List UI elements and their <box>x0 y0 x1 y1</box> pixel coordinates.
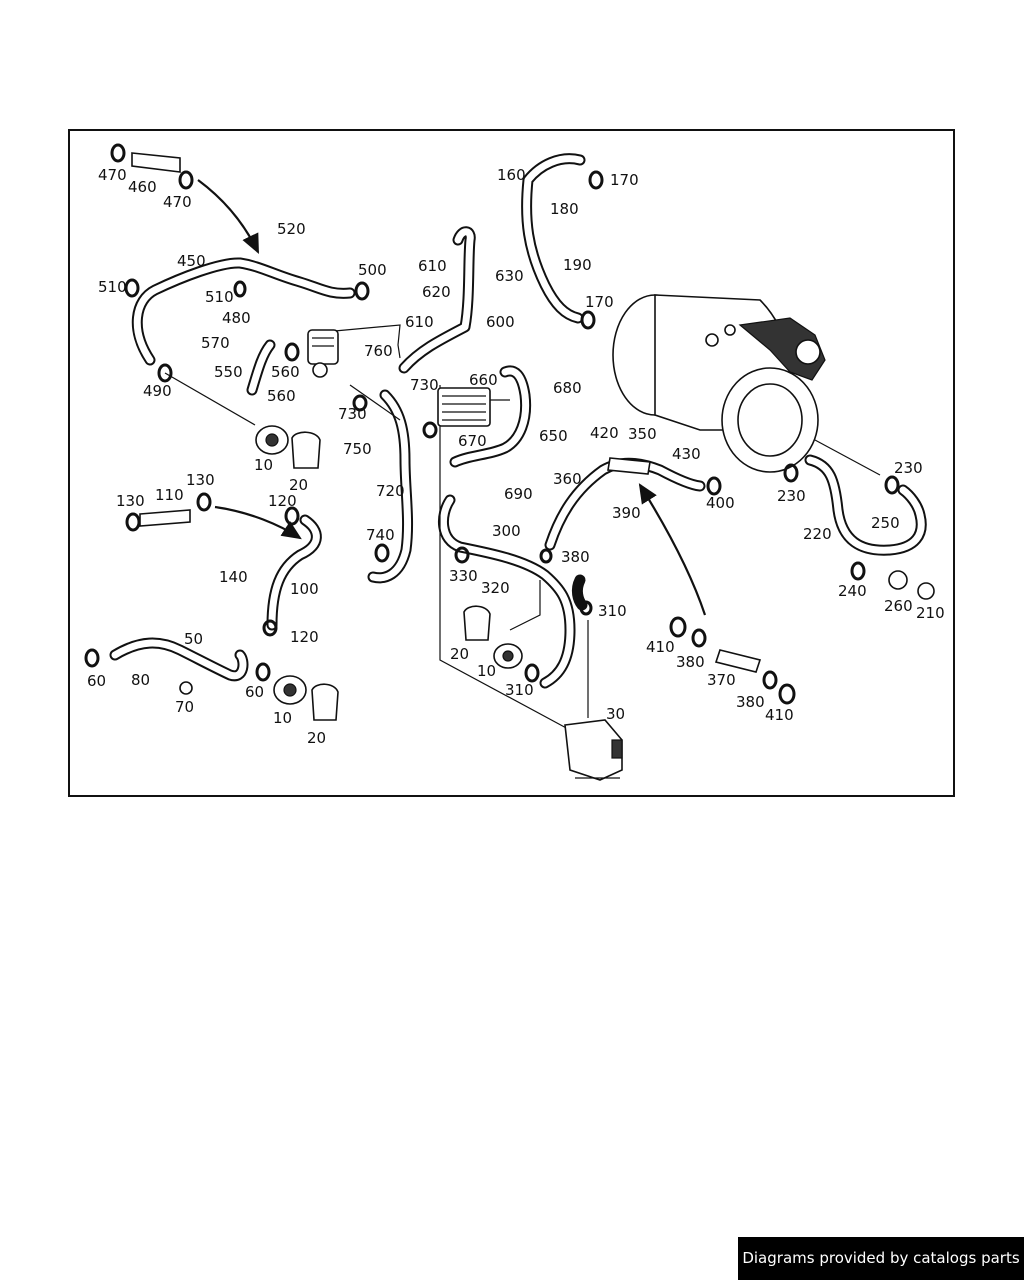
part-label-140: 140 <box>219 568 248 586</box>
part-label-370: 370 <box>707 671 736 689</box>
part-label-460: 460 <box>128 178 157 196</box>
part-label-670: 670 <box>458 432 487 450</box>
part-label-380: 380 <box>676 653 705 671</box>
part-label-470: 470 <box>98 166 127 184</box>
part-label-760: 760 <box>364 342 393 360</box>
part-label-330: 330 <box>449 567 478 585</box>
part-label-160: 160 <box>497 166 526 184</box>
part-label-690: 690 <box>504 485 533 503</box>
part-label-130: 130 <box>186 471 215 489</box>
part-label-490: 490 <box>143 382 172 400</box>
part-label-390: 390 <box>612 504 641 522</box>
part-label-420: 420 <box>590 424 619 442</box>
part-label-60: 60 <box>87 672 106 690</box>
part-label-610: 610 <box>418 257 447 275</box>
part-label-410: 410 <box>646 638 675 656</box>
part-label-50: 50 <box>184 630 203 648</box>
part-label-620: 620 <box>422 283 451 301</box>
part-label-100: 100 <box>290 580 319 598</box>
part-label-60: 60 <box>245 683 264 701</box>
part-label-730: 730 <box>338 405 367 423</box>
part-label-430: 430 <box>672 445 701 463</box>
part-label-470: 470 <box>163 193 192 211</box>
part-label-230: 230 <box>777 487 806 505</box>
part-label-10: 10 <box>273 709 292 727</box>
part-label-560: 560 <box>267 387 296 405</box>
part-label-260: 260 <box>884 597 913 615</box>
part-label-240: 240 <box>838 582 867 600</box>
part-label-320: 320 <box>481 579 510 597</box>
part-label-610: 610 <box>405 313 434 331</box>
hose-clamps <box>84 143 900 705</box>
part-label-730: 730 <box>410 376 439 394</box>
part-label-180: 180 <box>550 200 579 218</box>
part-label-220: 220 <box>803 525 832 543</box>
part-label-510: 510 <box>98 278 127 296</box>
part-label-250: 250 <box>871 514 900 532</box>
part-label-10: 10 <box>477 662 496 680</box>
parts-diagram: 4704604705204505105105004805705505605604… <box>84 143 945 781</box>
part-label-230: 230 <box>894 459 923 477</box>
part-label-190: 190 <box>563 256 592 274</box>
part-label-720: 720 <box>376 482 405 500</box>
part-label-450: 450 <box>177 252 206 270</box>
part-label-510: 510 <box>205 288 234 306</box>
part-label-310: 310 <box>598 602 627 620</box>
part-label-350: 350 <box>628 425 657 443</box>
direction-arrows <box>197 179 707 616</box>
part-label-660: 660 <box>469 371 498 389</box>
part-label-360: 360 <box>553 470 582 488</box>
part-label-110: 110 <box>155 486 184 504</box>
diagram-frame <box>68 129 955 797</box>
part-label-680: 680 <box>553 379 582 397</box>
control-unit <box>564 719 623 781</box>
part-label-480: 480 <box>222 309 251 327</box>
part-label-650: 650 <box>539 427 568 445</box>
part-label-380: 380 <box>736 693 765 711</box>
part-label-380: 380 <box>561 548 590 566</box>
parts <box>131 152 935 781</box>
part-label-20: 20 <box>289 476 308 494</box>
part-label-600: 600 <box>486 313 515 331</box>
part-label-80: 80 <box>131 671 150 689</box>
heat-exchanger <box>437 387 491 427</box>
part-label-750: 750 <box>343 440 372 458</box>
part-label-500: 500 <box>358 261 387 279</box>
part-label-120: 120 <box>290 628 319 646</box>
part-label-740: 740 <box>366 526 395 544</box>
valve-block <box>307 329 339 378</box>
part-label-630: 630 <box>495 267 524 285</box>
part-label-20: 20 <box>307 729 326 747</box>
part-label-30: 30 <box>606 705 625 723</box>
part-label-400: 400 <box>706 494 735 512</box>
part-label-120: 120 <box>268 492 297 510</box>
part-label-310: 310 <box>505 681 534 699</box>
part-label-170: 170 <box>585 293 614 311</box>
part-label-570: 570 <box>201 334 230 352</box>
part-label-20: 20 <box>450 645 469 663</box>
part-label-170: 170 <box>610 171 639 189</box>
part-label-210: 210 <box>916 604 945 622</box>
part-label-520: 520 <box>277 220 306 238</box>
part-label-70: 70 <box>175 698 194 716</box>
credit-banner: Diagrams provided by catalogs parts <box>738 1237 1024 1280</box>
part-label-300: 300 <box>492 522 521 540</box>
part-label-10: 10 <box>254 456 273 474</box>
part-label-560: 560 <box>271 363 300 381</box>
part-label-130: 130 <box>116 492 145 510</box>
part-label-410: 410 <box>765 706 794 724</box>
electric-motor-assembly <box>612 294 826 473</box>
part-label-550: 550 <box>214 363 243 381</box>
